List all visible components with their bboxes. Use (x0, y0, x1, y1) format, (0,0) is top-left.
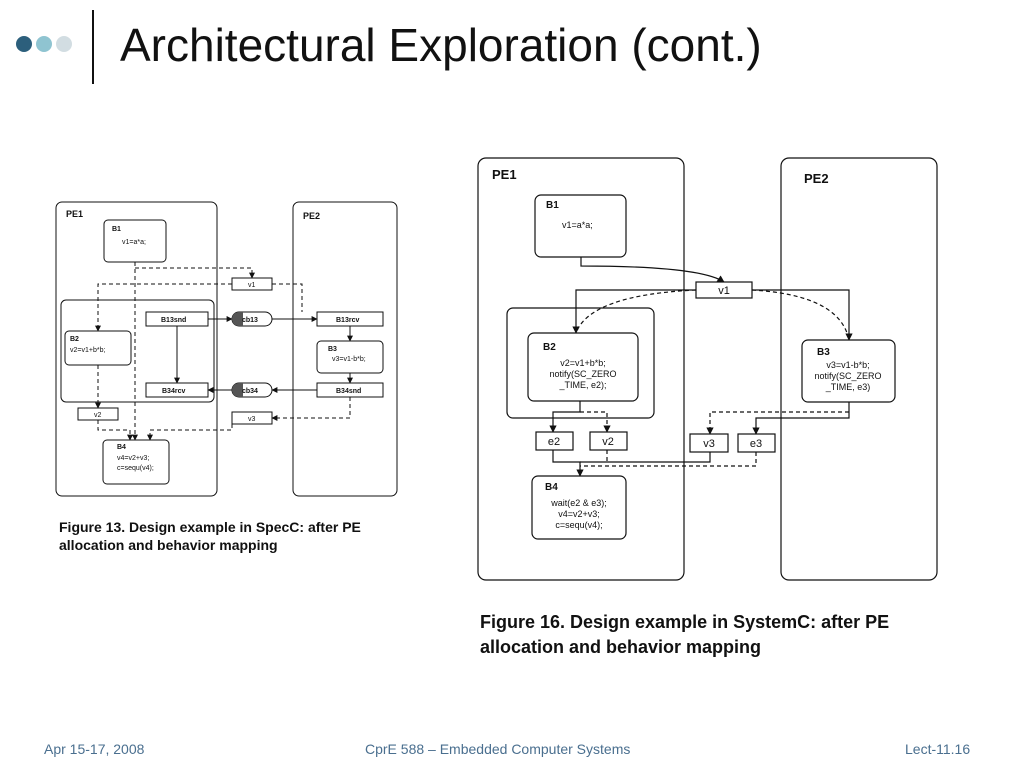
cb34-cap (232, 383, 243, 397)
b3-code2: notify(SC_ZERO (814, 371, 881, 381)
v3-b4-edge (147, 424, 233, 441)
b1-name: B1 (546, 200, 559, 211)
b4-code1: wait(e2 & e3); (550, 498, 607, 508)
figure-16-caption: Figure 16. Design example in SystemC: af… (480, 612, 890, 657)
v3-label: v3 (703, 438, 715, 450)
pe1-inner-group (60, 299, 215, 403)
v1-label: v1 (718, 285, 730, 297)
v2-label: v2 (602, 436, 614, 448)
pe1-inner-group (506, 307, 655, 419)
v2-label: v2 (94, 412, 102, 419)
b4-box (102, 439, 170, 485)
e3-b4-edge (580, 452, 757, 467)
b1-v1-edge (580, 257, 725, 283)
pe1-box (55, 201, 218, 497)
pe1-label: PE1 (66, 209, 83, 219)
figure-16-text: PE1 PE2 B1 v1=a*a; B2 v2=v1+b*b; notify(… (492, 167, 882, 530)
v3-label: v3 (248, 416, 256, 423)
b2-code3: _TIME, e2); (558, 380, 606, 390)
b34rcv-label: B34rcv (162, 388, 185, 395)
b2-name: B2 (70, 336, 79, 343)
bullet-dots-decoration (16, 36, 72, 52)
slide-title: Architectural Exploration (cont.) (120, 19, 762, 71)
cb34-label: cb34 (242, 388, 258, 395)
figure-13 (55, 201, 398, 497)
dot-pale (56, 36, 72, 52)
b13snd-label: B13snd (161, 317, 186, 324)
b4-name: B4 (117, 444, 126, 451)
pe1-label: PE1 (492, 167, 517, 182)
b4-name: B4 (545, 482, 558, 493)
b1-name: B1 (112, 226, 121, 233)
b3-name: B3 (328, 346, 337, 353)
footer-date: Apr 15-17, 2008 (44, 741, 145, 757)
v1-pe2-edge (272, 283, 303, 312)
b4-code3: c=sequ(v4); (555, 520, 602, 530)
b1-code: v1=a*a; (562, 220, 593, 230)
v2-b4-edge (97, 420, 133, 441)
b4-code2: v4=v2+v3; (558, 509, 600, 519)
v3-b4-edge (580, 452, 711, 463)
b1-code: v1=a*a; (122, 239, 146, 246)
v1-b2-edge (572, 289, 696, 334)
b2-box (527, 332, 639, 402)
v1-label: v1 (248, 282, 256, 289)
e2-b4-edge (552, 450, 584, 477)
pe2-label: PE2 (804, 171, 829, 186)
figure-16 (477, 157, 938, 581)
b2-e2-edge (549, 401, 581, 433)
v1-b3-wait-edge (751, 289, 850, 341)
b13rcv-label: B13rcv (336, 317, 359, 324)
b1-v1-edge (135, 267, 255, 279)
dot-light (36, 36, 52, 52)
b2-code2: notify(SC_ZERO (549, 369, 616, 379)
pe2-box (780, 157, 938, 581)
footer-lecture: Lect-11.16 (905, 741, 971, 757)
b3-code: v3=v1-b*b; (332, 356, 366, 363)
pe1-box (477, 157, 685, 581)
pe2-label: PE2 (303, 211, 320, 221)
figure-13-caption: Figure 13. Design example in SpecC: afte… (59, 519, 361, 553)
b3-name: B3 (817, 347, 830, 358)
b2-code: v2=v1+b*b; (70, 347, 105, 354)
dot-dark (16, 36, 32, 52)
b2-name: B2 (543, 342, 556, 353)
b3-v3-edge (271, 397, 351, 421)
pe2-box (292, 201, 398, 497)
figure-13-fills (232, 312, 243, 397)
v1-b3-edge (752, 289, 853, 341)
b3-code1: v3=v1-b*b; (826, 360, 869, 370)
b3-v3-edge (706, 411, 849, 435)
b34snd-label: B34snd (336, 388, 361, 395)
b3-code3: _TIME, e3) (825, 382, 871, 392)
b3-e3-edge (752, 402, 850, 435)
b4-code2: c=sequ(v4); (117, 465, 154, 472)
b2-code1: v2=v1+b*b; (560, 358, 606, 368)
title-divider (92, 10, 94, 84)
v1-b2-wait-edge (575, 289, 697, 334)
b2-v2-edge (580, 411, 611, 433)
figure-13-text: PE1 PE2 B1 v1=a*a; B2 v2=v1+b*b; B13snd … (66, 209, 366, 472)
e3-label: e3 (750, 438, 762, 450)
footer-course: CprE 588 – Embedded Computer Systems (365, 741, 631, 757)
cb13-label: cb13 (242, 317, 258, 324)
cb13-cap (232, 312, 243, 326)
b4-code1: v4=v2+v3; (117, 455, 149, 462)
v1-b2-edge (95, 283, 232, 332)
e2-label: e2 (548, 436, 560, 448)
